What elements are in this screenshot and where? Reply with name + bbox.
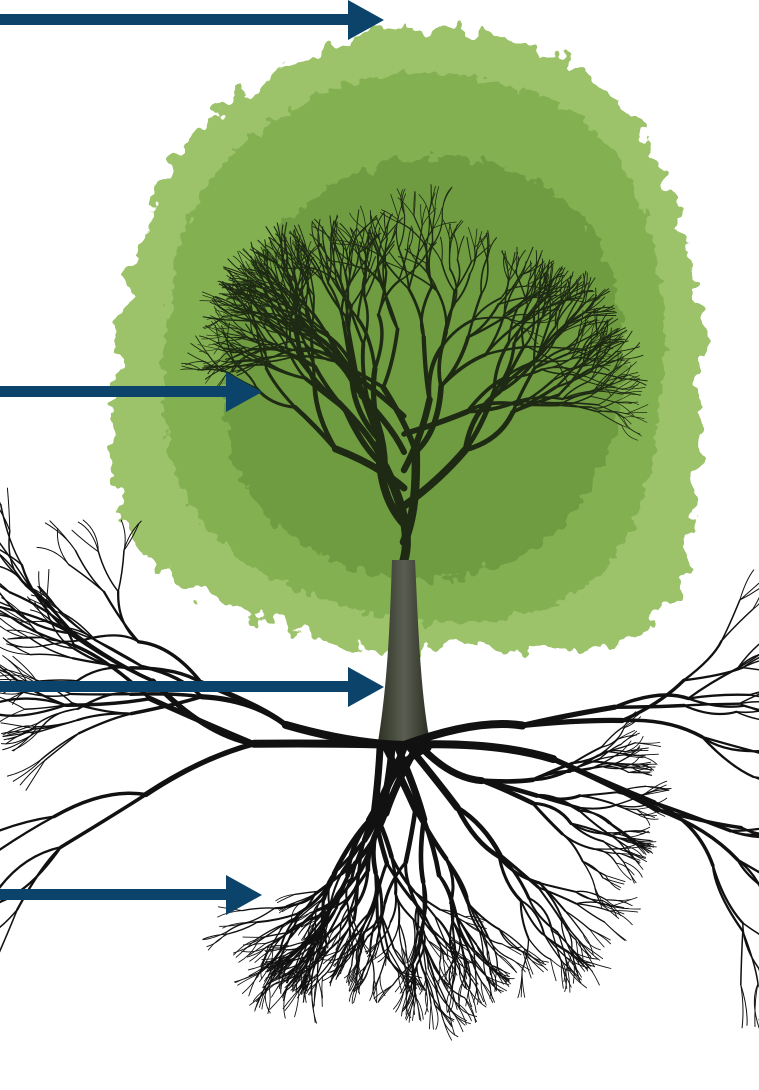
branch-segment bbox=[37, 547, 69, 564]
branch-segment bbox=[258, 953, 268, 977]
branch-segment bbox=[603, 878, 624, 884]
branch-segment bbox=[688, 695, 749, 699]
branch-segment bbox=[61, 795, 146, 848]
branch-segment bbox=[580, 796, 613, 804]
branch-segment bbox=[658, 810, 741, 828]
branch-segment bbox=[457, 808, 499, 857]
branch-segment bbox=[45, 523, 75, 551]
branch-segment bbox=[23, 692, 71, 696]
branch-segment bbox=[118, 550, 124, 591]
arrow-shaft bbox=[0, 386, 228, 397]
branch-segment bbox=[518, 404, 559, 405]
branch-segment bbox=[529, 898, 558, 932]
branch-segment bbox=[736, 712, 759, 722]
branch-segment bbox=[429, 1004, 431, 1029]
branch-segment bbox=[20, 760, 45, 785]
branch-segment bbox=[146, 744, 254, 795]
arrow-shaft bbox=[0, 14, 352, 25]
branch-segment bbox=[580, 792, 616, 795]
branch-segment bbox=[522, 970, 525, 997]
branch-segment bbox=[603, 841, 628, 852]
branch-segment bbox=[561, 915, 578, 940]
arrow-shaft bbox=[0, 889, 228, 900]
arrow-head bbox=[226, 875, 262, 915]
branch-segment bbox=[684, 704, 739, 706]
branch-segment bbox=[98, 552, 118, 592]
branch-segment bbox=[590, 929, 605, 947]
branch-segment bbox=[741, 931, 743, 985]
arrow-shaft bbox=[0, 681, 352, 692]
branch-segment bbox=[1, 505, 22, 565]
branch-segment bbox=[635, 754, 659, 755]
branch-segment bbox=[406, 809, 416, 862]
branch-segment bbox=[551, 959, 557, 981]
branch-segment bbox=[83, 520, 98, 552]
branch-segment bbox=[118, 592, 139, 642]
branch-segment bbox=[713, 866, 743, 923]
branch-segment bbox=[359, 953, 370, 981]
arrow-head bbox=[348, 0, 384, 40]
branch-segment bbox=[421, 820, 424, 882]
branch-segment bbox=[594, 849, 617, 863]
branch-segment bbox=[45, 733, 79, 760]
branch-segment bbox=[753, 777, 759, 793]
branch-segment bbox=[457, 808, 500, 855]
branch-segment bbox=[740, 570, 754, 600]
branch-segment bbox=[121, 520, 125, 550]
branch-segment bbox=[391, 894, 396, 922]
branch-segment bbox=[743, 923, 758, 967]
branch-segment bbox=[713, 866, 743, 932]
branch-segment bbox=[236, 940, 255, 957]
arrow-head bbox=[226, 372, 262, 412]
arrow-head bbox=[348, 667, 384, 707]
branch-segment bbox=[623, 721, 643, 731]
branch-segment bbox=[533, 803, 571, 823]
branch-segment bbox=[521, 970, 522, 997]
branch-segment bbox=[0, 459, 1, 505]
branch-segment bbox=[743, 668, 759, 676]
branch-segment bbox=[590, 929, 611, 944]
branch-segment bbox=[0, 902, 1, 946]
branch-segment bbox=[0, 457, 1, 505]
branch-segment bbox=[740, 578, 759, 601]
branch-segment bbox=[533, 803, 562, 834]
branch-segment bbox=[499, 929, 525, 952]
branch-segment bbox=[318, 979, 323, 1007]
branch-segment bbox=[721, 610, 752, 642]
branch-segment bbox=[562, 834, 582, 861]
branch-segment bbox=[623, 862, 642, 878]
branch-segment bbox=[30, 654, 72, 658]
branch-segment bbox=[753, 777, 759, 798]
branch-segment bbox=[590, 929, 611, 940]
branch-segment bbox=[604, 922, 626, 941]
branch-segment bbox=[721, 600, 739, 641]
branch-segment bbox=[579, 805, 617, 809]
branch-segment bbox=[0, 542, 31, 589]
branch-segment bbox=[538, 361, 567, 362]
branch-segment bbox=[629, 772, 650, 773]
branch-segment bbox=[431, 1004, 433, 1029]
branch-segment bbox=[0, 817, 54, 837]
